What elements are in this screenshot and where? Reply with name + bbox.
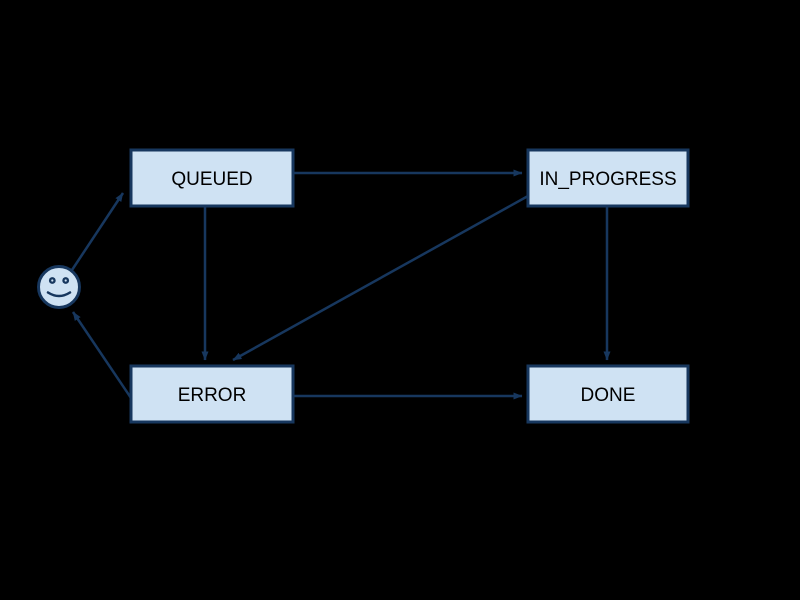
node-queued: QUEUED bbox=[129, 148, 295, 208]
node-done: DONE bbox=[526, 364, 690, 424]
node-queued-label: QUEUED bbox=[171, 169, 252, 190]
smiley-right-pupil bbox=[64, 279, 67, 282]
smiley-mouth bbox=[46, 291, 72, 298]
node-queued-box bbox=[129, 148, 295, 208]
node-done-box bbox=[526, 364, 690, 424]
smiley-left-pupil bbox=[51, 279, 54, 282]
edge-start-to-queued bbox=[70, 192, 125, 271]
node-done-label: DONE bbox=[581, 385, 636, 406]
edge-in-progress-to-error bbox=[232, 194, 529, 362]
node-in-progress-label: IN_PROGRESS bbox=[539, 169, 676, 190]
node-in-progress-box bbox=[526, 148, 690, 208]
node-error-box bbox=[129, 364, 295, 424]
edge-error-to-start bbox=[71, 311, 133, 399]
smiley-face-icon bbox=[37, 265, 81, 309]
start-node-smiley bbox=[37, 265, 81, 309]
node-error-label: ERROR bbox=[178, 385, 247, 406]
node-error: ERROR bbox=[129, 364, 295, 424]
node-in-progress: IN_PROGRESS bbox=[526, 148, 690, 208]
